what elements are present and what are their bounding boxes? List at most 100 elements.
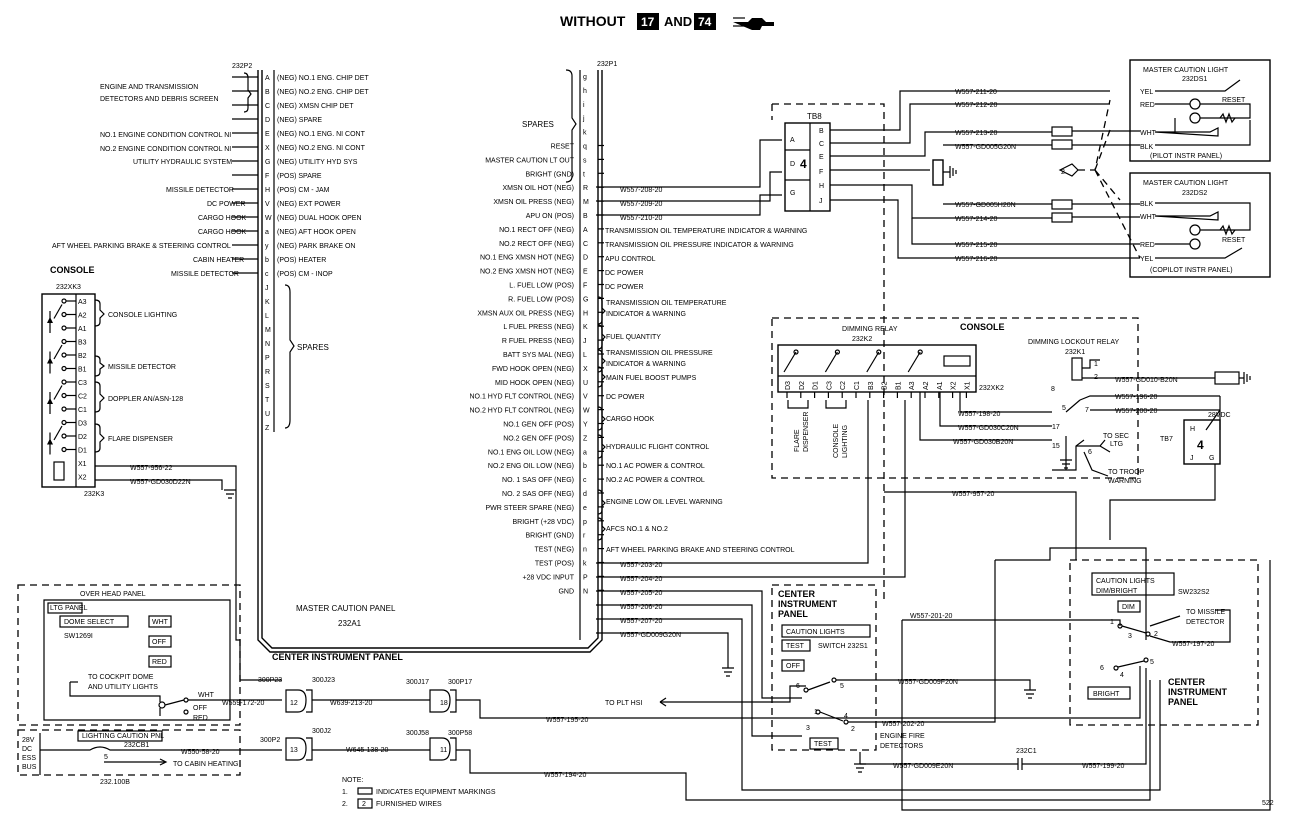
wire-205: W557-205-20 bbox=[620, 590, 663, 597]
flare-vert-2: DISPENSER bbox=[803, 412, 810, 452]
right-pin-function: +28 VDC INPUT bbox=[522, 574, 574, 581]
ground-icon bbox=[224, 489, 236, 499]
right-pin-letter: j bbox=[582, 116, 585, 123]
cargo-hook-1: CARGO HOOK bbox=[198, 215, 247, 222]
wire-214: W557-214-20 bbox=[955, 216, 998, 223]
right-pin-letter: i bbox=[583, 102, 585, 109]
dimming-pin: B3 bbox=[868, 381, 875, 390]
r-apu: APU CONTROL bbox=[605, 256, 656, 263]
dimming-pin: C1 bbox=[854, 381, 861, 390]
relay-contact bbox=[61, 433, 67, 439]
to-sec-ltg-1: TO SEC bbox=[1103, 433, 1129, 440]
bus-bus: BUS bbox=[22, 764, 37, 771]
right-pin-letter: n bbox=[583, 547, 587, 554]
r-hyd: HYDRAULIC FLIGHT CONTROL bbox=[606, 444, 709, 451]
mcl2-blk: BLK bbox=[1140, 201, 1154, 208]
to-cockpit-1: TO COCKPIT DOME bbox=[88, 674, 154, 681]
wire-196: W557-196-20 bbox=[1115, 394, 1158, 401]
relay-arrow-icon bbox=[47, 398, 53, 404]
eng-xmsn-detectors-2: DETECTORS AND DEBRIS SCREEN bbox=[100, 96, 219, 103]
dome-off: OFF bbox=[152, 639, 166, 646]
wire-gd030c: W557-GD030C20N bbox=[958, 425, 1019, 432]
dim-relay-blade bbox=[824, 351, 838, 373]
dimming-pin: B1 bbox=[895, 381, 902, 390]
mcl1-reset: RESET bbox=[1222, 97, 1246, 104]
console-pin: B3 bbox=[78, 340, 87, 347]
left-pin-function: (NEG) NO.2 ENG. CHIP DET bbox=[277, 89, 369, 96]
console-pin: D2 bbox=[78, 434, 87, 441]
left-pin-letter: C bbox=[265, 103, 270, 110]
left-pin-letter: c bbox=[265, 271, 269, 278]
tb7-term-j: J bbox=[1190, 455, 1194, 462]
right-pin-letter: V bbox=[583, 394, 588, 401]
flare-vert-1: FLARE bbox=[794, 429, 801, 452]
right-pin-function: NO.1 RECT OFF (NEG) bbox=[499, 227, 574, 234]
right-pin-function: PWR STEER SPARE (NEG) bbox=[485, 505, 574, 512]
ground-icon bbox=[1024, 689, 1036, 699]
right-pin-function: NO.1 HYD FLT CONTROL (NEG) bbox=[470, 394, 575, 401]
wire-212: W557-212-20 bbox=[955, 102, 998, 109]
mcl2-panel: (COPILOT INSTR PANEL) bbox=[1150, 267, 1233, 274]
console-pin: X2 bbox=[78, 475, 87, 482]
right-pin-function: NO.1 ENG XMSN HOT (NEG) bbox=[480, 255, 574, 262]
dome-switch-ref: SW1269I bbox=[64, 633, 93, 640]
right-pin-function: NO.2 ENG OIL LOW (NEG) bbox=[488, 463, 574, 470]
dim-cip-2: INSTRUMENT bbox=[1168, 687, 1227, 697]
relay-contact bbox=[61, 311, 67, 318]
tb8-number: 4 bbox=[800, 157, 807, 171]
lockout-pin-17: 17 bbox=[1052, 424, 1060, 431]
r-dc2: DC POWER bbox=[605, 284, 644, 291]
plug-300p58: 300P58 bbox=[448, 730, 472, 737]
left-pin-letter: a bbox=[265, 229, 269, 236]
r-cargo: CARGO HOOK bbox=[606, 416, 655, 423]
lamp-icon bbox=[1189, 238, 1201, 250]
r-xmsn-temp: TRANSMISSION OIL TEMPERATURE INDICATOR &… bbox=[605, 228, 807, 235]
relay-blade bbox=[53, 304, 63, 319]
furnished-wire-badge: 2 bbox=[1061, 169, 1065, 176]
relay-contact bbox=[61, 298, 67, 304]
cargo-hook-2: CARGO HOOK bbox=[198, 229, 247, 236]
tb7-term-h: H bbox=[1190, 426, 1195, 433]
console-vert-2: LIGHTING bbox=[842, 425, 849, 458]
lockout-title: DIMMING LOCKOUT RELAY bbox=[1028, 339, 1119, 346]
lighting-caution-panel: 28V DC ESS BUS LIGHTING CAUTION PNL 232C… bbox=[17, 729, 282, 786]
right-pin-letter: d bbox=[583, 491, 587, 498]
aft-wheel-left: AFT WHEEL PARKING BRAKE & STEERING CONTR… bbox=[52, 243, 231, 250]
dome-wht: WHT bbox=[152, 619, 169, 626]
badge-74: 74 bbox=[698, 15, 712, 29]
right-pin-function: NO.2 RECT OFF (NEG) bbox=[499, 241, 574, 248]
r-oil-temp-1: TRANSMISSION OIL TEMPERATURE bbox=[606, 300, 727, 307]
console-pin: B2 bbox=[78, 353, 87, 360]
left-pin-function: (NEG) SPARE bbox=[277, 117, 322, 124]
left-pin-function: (NEG) PARK BRAKE ON bbox=[277, 243, 355, 250]
lockout-pin-15: 15 bbox=[1052, 443, 1060, 450]
flare-dispenser-label: FLARE DISPENSER bbox=[108, 436, 173, 443]
console-pin: X1 bbox=[78, 461, 87, 468]
relay-arrow-icon bbox=[47, 357, 53, 364]
dim-relay-contact bbox=[876, 349, 882, 355]
left-pin-letter: y bbox=[265, 243, 269, 250]
right-pin-letter: h bbox=[583, 88, 587, 95]
dimming-pin: A2 bbox=[923, 381, 930, 390]
right-pin-letter: B bbox=[583, 213, 588, 220]
dim-relay-contact bbox=[834, 349, 841, 355]
mcl1-panel: (PILOT INSTR PANEL) bbox=[1150, 153, 1222, 160]
doppler-label: DOPPLER AN/ASN-128 bbox=[108, 396, 183, 403]
pin-13: 13 bbox=[290, 747, 298, 754]
to-troop-1: TO TROOP bbox=[1108, 469, 1145, 476]
wire-138: W645-138-20 bbox=[346, 747, 389, 754]
wire-215: W557-215-20 bbox=[955, 242, 998, 249]
no2-eng-cond: NO.2 ENGINE CONDITION CONTROL NI bbox=[100, 146, 231, 153]
dim-cip-3: PANEL bbox=[1168, 697, 1198, 707]
right-pin-letter: M bbox=[583, 199, 589, 206]
overhead-panel: OVER HEAD PANEL LTG PANEL DOME SELECT SW… bbox=[17, 584, 282, 726]
right-pin-letter: Z bbox=[583, 435, 588, 442]
panel-name: MASTER CAUTION PANEL bbox=[296, 604, 396, 613]
wire-gd005h: W557-GD005H20N bbox=[955, 202, 1016, 209]
cip-pin-2: 2 bbox=[851, 726, 855, 733]
dimming-xk-ref: 232XK2 bbox=[979, 385, 1004, 392]
ltg-panel-label: LTG PANEL bbox=[50, 605, 88, 612]
